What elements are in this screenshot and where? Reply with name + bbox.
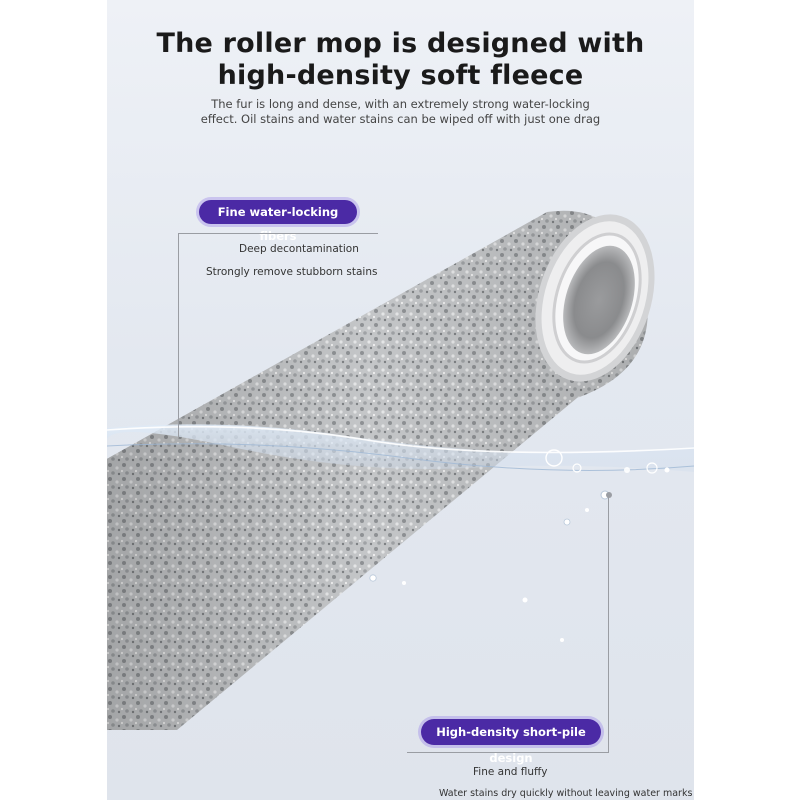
feature-quick-dry: Water stains dry quickly without leaving…: [439, 788, 693, 799]
callout-bottom-leader-horizontal: [407, 752, 609, 753]
callout-bottom-anchor-dot: [606, 492, 612, 498]
roller-end-cap: [535, 214, 655, 382]
description-line-2: effect. Oil stains and water stains can …: [200, 112, 601, 126]
callout-top-leader-vertical: [178, 233, 179, 438]
page-title: The roller mop is designed with: [156, 28, 645, 59]
callout-bottom-leader-vertical: [608, 496, 609, 752]
fibers-badge: Fine water-locking fibers: [199, 200, 357, 243]
feature-remove-stains: Strongly remove stubborn stains: [206, 266, 378, 278]
roller-body: [107, 210, 648, 730]
callout-top-leader-horizontal: [178, 233, 378, 234]
product-panel: The roller mop is designed with high-den…: [107, 0, 694, 800]
feature-fine-fluffy: Fine and fluffy: [473, 766, 548, 778]
feature-deep-decontamination: Deep decontamination: [239, 243, 359, 255]
water-splash: [107, 424, 694, 642]
mop-roller-illustration: [107, 210, 694, 730]
description-line-1: The fur is long and dense, with an extre…: [211, 97, 590, 111]
page-title-line-2: high-density soft fleece: [217, 60, 584, 91]
short-pile-badge: High-density short-pile design: [421, 719, 601, 765]
